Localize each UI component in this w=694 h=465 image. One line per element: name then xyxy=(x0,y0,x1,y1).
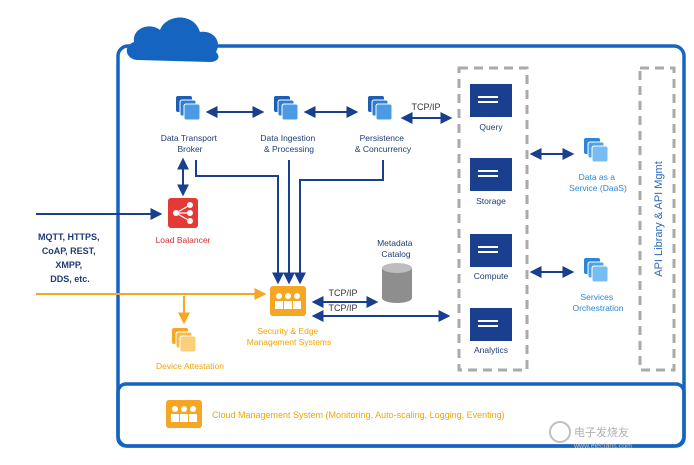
storage-box xyxy=(470,158,512,191)
storage-group xyxy=(457,66,529,372)
services-icon xyxy=(584,258,609,283)
data-ingestion-label: Data Ingestion & Processing xyxy=(260,133,317,154)
svg-text:www.elecfans.com: www.elecfans.com xyxy=(573,443,632,450)
analytics-box xyxy=(470,308,512,341)
data-transport-label: Data Transport Broker xyxy=(161,133,220,154)
api-label: API Library & API Mgmt xyxy=(653,161,665,277)
connector-transport-security xyxy=(195,160,284,285)
analytics-label: Analytics xyxy=(474,345,508,355)
tcpip-label-top: TCP/IP xyxy=(411,102,440,112)
load-balancer-icon xyxy=(168,198,198,228)
device-attestation-label: Device Attestation xyxy=(156,361,224,371)
data-ingestion-icon xyxy=(274,96,299,121)
cms-label: Cloud Management System (Monitoring, Aut… xyxy=(212,410,505,420)
compute-box xyxy=(470,234,512,267)
services-label: Services Orchestration xyxy=(572,292,623,313)
daas-label: Data as a Service (DaaS) xyxy=(569,172,627,193)
connector-persistence-security xyxy=(294,160,384,285)
storage-label: Storage xyxy=(476,196,506,206)
svg-text:电子发烧友: 电子发烧友 xyxy=(574,425,629,439)
compute-label: Compute xyxy=(474,271,509,281)
api-group xyxy=(638,66,676,372)
data-transport-icon xyxy=(176,96,201,121)
database-icon xyxy=(382,263,412,303)
cloud-icon xyxy=(126,17,219,62)
query-label: Query xyxy=(479,122,503,132)
protocols-label: MQTT, HTTPS, CoAP, REST, XMPP, DDS, etc. xyxy=(38,232,102,284)
persistence-icon xyxy=(368,96,393,121)
daas-icon xyxy=(584,138,609,163)
tcpip-label-mid1: TCP/IP xyxy=(328,288,357,298)
cms-icon xyxy=(166,400,202,428)
tcpip-label-mid2: TCP/IP xyxy=(328,303,357,313)
metadata-label: Metadata Catalog xyxy=(377,238,415,259)
persistence-label: Persistence & Concurrency xyxy=(355,133,412,154)
query-box xyxy=(470,84,512,117)
load-balancer-label: Load Balancer xyxy=(156,235,211,245)
watermark-logo: 电子发烧友 www.elecfans.com xyxy=(549,421,632,450)
cloud-frame xyxy=(116,44,686,448)
security-label: Security & Edge Management Systems xyxy=(247,326,332,347)
device-attestation-icon xyxy=(172,328,197,353)
security-icon xyxy=(270,286,306,316)
